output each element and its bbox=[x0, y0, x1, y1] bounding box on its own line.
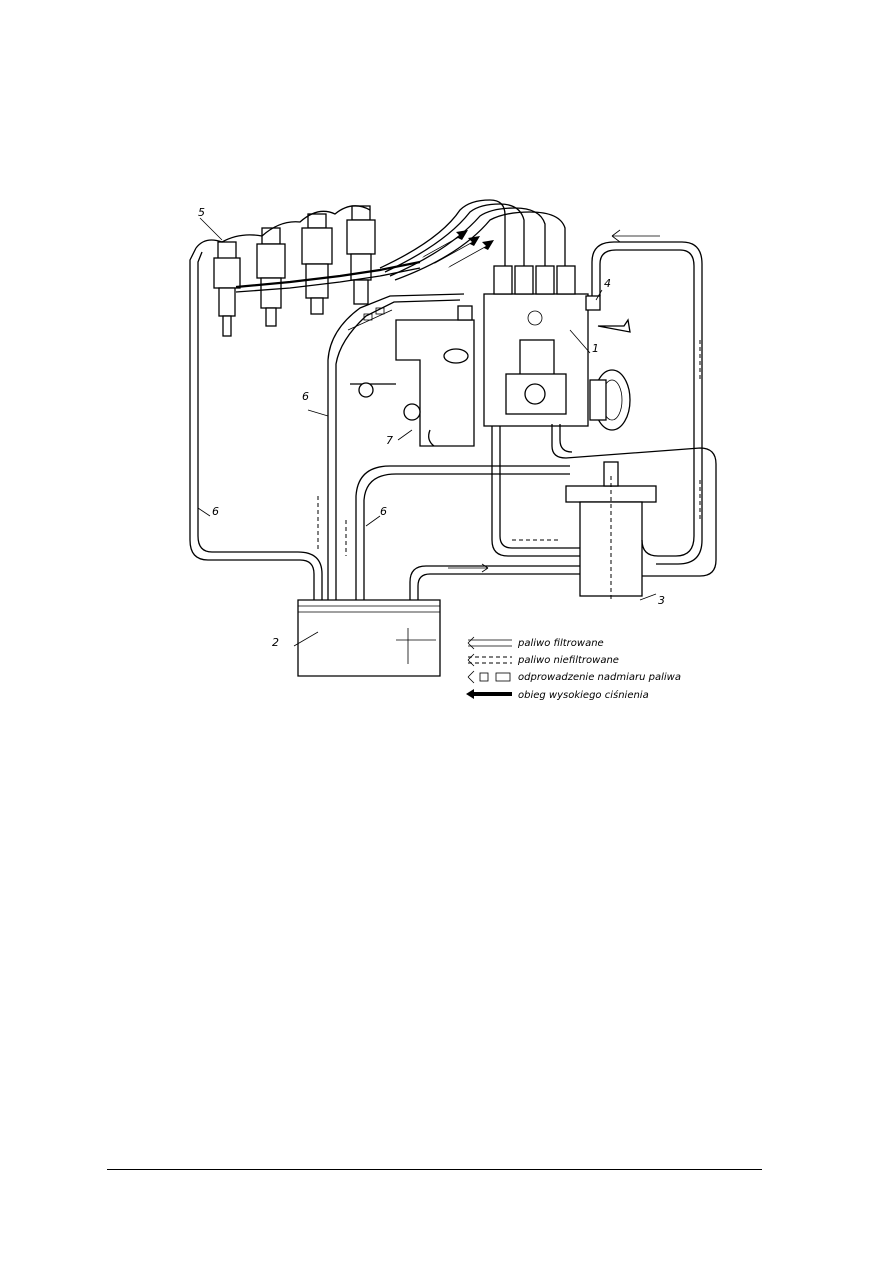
legend-symbol-filtered bbox=[467, 636, 512, 650]
feed-pump bbox=[350, 305, 475, 447]
injector-3 bbox=[301, 213, 333, 315]
callout-labels: 5 4 1 6 7 6 6 2 3 bbox=[198, 206, 665, 649]
callout-2: 2 bbox=[272, 636, 279, 649]
callout-6-right: 6 bbox=[380, 505, 387, 518]
high-pressure-lines bbox=[379, 199, 566, 281]
legend-symbol-high-pressure bbox=[466, 689, 512, 699]
fuel-filter bbox=[565, 461, 657, 600]
legend-label-overflow: odprowadzenie nadmiaru paliwa bbox=[518, 672, 681, 683]
fuel-lines bbox=[189, 229, 717, 600]
legend: paliwo filtrowane paliwo niefiltrowane o… bbox=[466, 636, 681, 701]
legend-label-high-pressure: obieg wysokiego ciśnienia bbox=[518, 689, 649, 701]
callout-3: 3 bbox=[658, 594, 665, 607]
fuel-tank bbox=[297, 599, 441, 677]
footer-rule bbox=[107, 1169, 762, 1170]
injector-group bbox=[195, 205, 421, 337]
callout-5: 5 bbox=[198, 206, 205, 219]
callout-6-left: 6 bbox=[212, 505, 219, 518]
legend-label-filtered: paliwo filtrowane bbox=[517, 638, 604, 649]
legend-symbol-overflow bbox=[467, 670, 511, 684]
legend-symbol-unfiltered bbox=[467, 653, 512, 667]
injector-1 bbox=[213, 241, 241, 337]
callout-7: 7 bbox=[386, 434, 393, 447]
injector-4 bbox=[346, 205, 376, 305]
legend-label-unfiltered: paliwo niefiltrowane bbox=[517, 655, 619, 666]
callout-4: 4 bbox=[604, 277, 611, 290]
injection-pump bbox=[483, 265, 631, 431]
callout-leaders bbox=[197, 217, 657, 647]
callout-1: 1 bbox=[592, 342, 599, 355]
injector-2 bbox=[256, 227, 286, 327]
callout-6-middle: 6 bbox=[302, 390, 309, 403]
